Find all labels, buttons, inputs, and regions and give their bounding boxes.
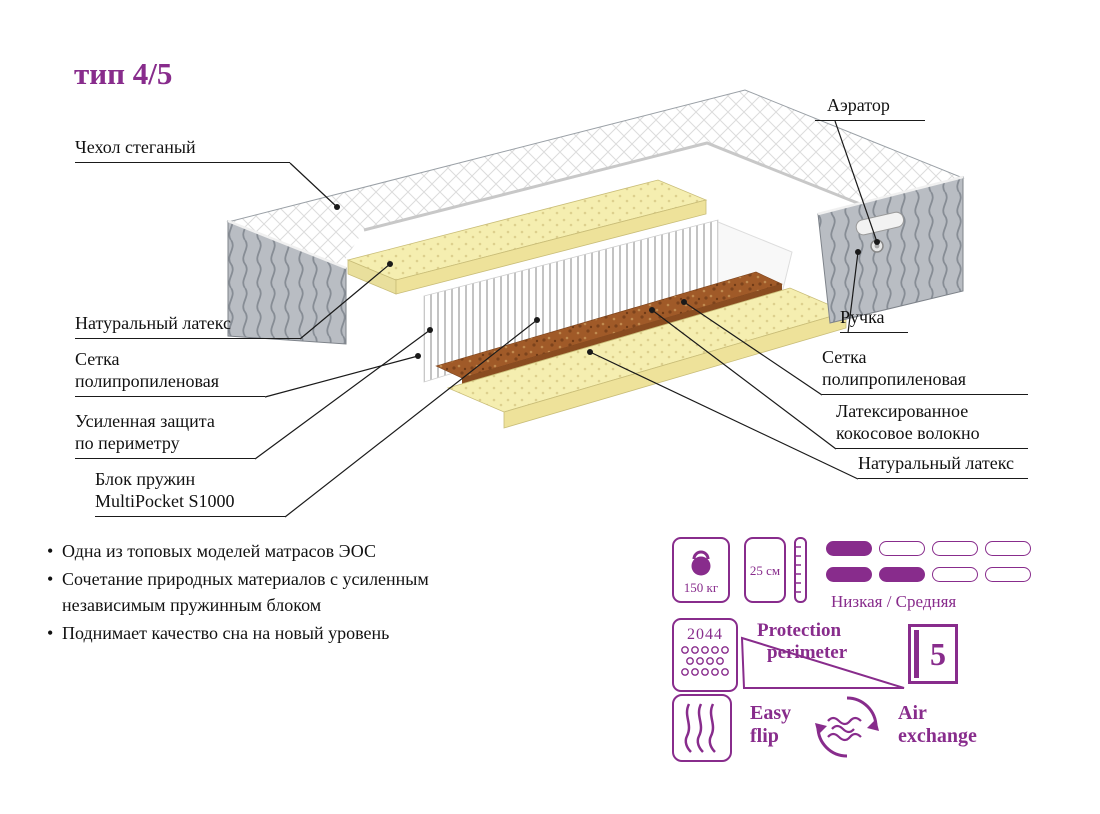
max-weight-value: 150 кг bbox=[683, 580, 719, 595]
warranty-spine bbox=[914, 630, 919, 678]
firmness-pill bbox=[985, 541, 1031, 556]
firmness-label: Низкая / Средняя bbox=[831, 592, 957, 611]
height-badge: 25 см bbox=[744, 537, 786, 603]
warranty-years: 5 bbox=[930, 635, 946, 672]
callout-aerator-label: Аэратор bbox=[815, 94, 925, 121]
feature-item: Поднимает качество сна на новый уровень bbox=[45, 620, 523, 646]
firmness-pill bbox=[932, 541, 978, 556]
callout-perimeter-label: Усиленная защита по периметру bbox=[75, 410, 255, 459]
callout-cover-text: Чехол стеганый bbox=[75, 137, 196, 157]
kettlebell-icon bbox=[691, 550, 711, 576]
callout-latex-bottom-label: Натуральный латекс bbox=[858, 452, 1028, 479]
callout-coconut-label: Латексированное кокосовое волокно bbox=[836, 400, 1028, 449]
latex-top-layer bbox=[346, 179, 708, 295]
firmness-pill bbox=[932, 567, 978, 582]
air-exchange-icon bbox=[815, 696, 879, 758]
page-title: тип 4/5 bbox=[74, 56, 173, 91]
height-value: 25 см bbox=[749, 563, 781, 578]
callout-latex-top-label: Натуральный латекс bbox=[75, 312, 300, 339]
callout-mesh-left-label: Сетка полипропиленовая bbox=[75, 348, 265, 397]
callout-cover-label: Чехол стеганый bbox=[75, 136, 290, 163]
perimeter-triangle-icon bbox=[740, 636, 905, 689]
easy-flip-text: Easy flip bbox=[750, 702, 792, 747]
firmness-pill bbox=[826, 541, 872, 556]
protection-text-line1: Protection bbox=[757, 620, 842, 641]
spring-count-value: 2044 bbox=[687, 626, 723, 643]
callout-mesh-right-label: Сетка полипропиленовая bbox=[822, 346, 1028, 395]
piping-left bbox=[227, 219, 347, 270]
firmness-pill bbox=[826, 567, 872, 582]
feature-list: Одна из топовых моделей матрасов ЭОС Соч… bbox=[45, 538, 523, 648]
firmness-pill bbox=[985, 567, 1031, 582]
aerator-vent bbox=[870, 239, 884, 253]
handle bbox=[855, 211, 905, 236]
feature-item: Одна из топовых моделей матрасов ЭОС bbox=[45, 538, 523, 564]
latex-bottom-layer bbox=[446, 287, 848, 429]
ruler-icon bbox=[794, 537, 807, 603]
protection-text-line2: perimeter bbox=[767, 642, 848, 663]
cover-binding bbox=[363, 141, 861, 232]
firmness-scale bbox=[826, 541, 1031, 593]
firmness-pill bbox=[879, 541, 925, 556]
piping-right bbox=[817, 175, 964, 216]
feature-item: Сочетание природных материалов с усиленн… bbox=[45, 566, 523, 618]
air-exchange-text: Air exchange bbox=[898, 702, 977, 747]
spring-dots-icon bbox=[681, 646, 729, 676]
callout-lines bbox=[254, 120, 878, 518]
callout-springs-label: Блок пружин MultiPocket S1000 bbox=[95, 468, 285, 517]
firmness-pill bbox=[879, 567, 925, 582]
spring-count-badge: 2044 bbox=[672, 618, 738, 692]
warranty-badge: 5 bbox=[908, 624, 958, 684]
easy-flip-icon bbox=[684, 703, 716, 753]
callout-handle-label: Ручка bbox=[840, 306, 908, 333]
easy-flip-badge bbox=[672, 694, 732, 762]
max-weight-badge: 150 кг bbox=[672, 537, 730, 603]
callout-dots bbox=[334, 204, 880, 359]
callout-latex-top-text: Натуральный латекс bbox=[75, 313, 231, 333]
